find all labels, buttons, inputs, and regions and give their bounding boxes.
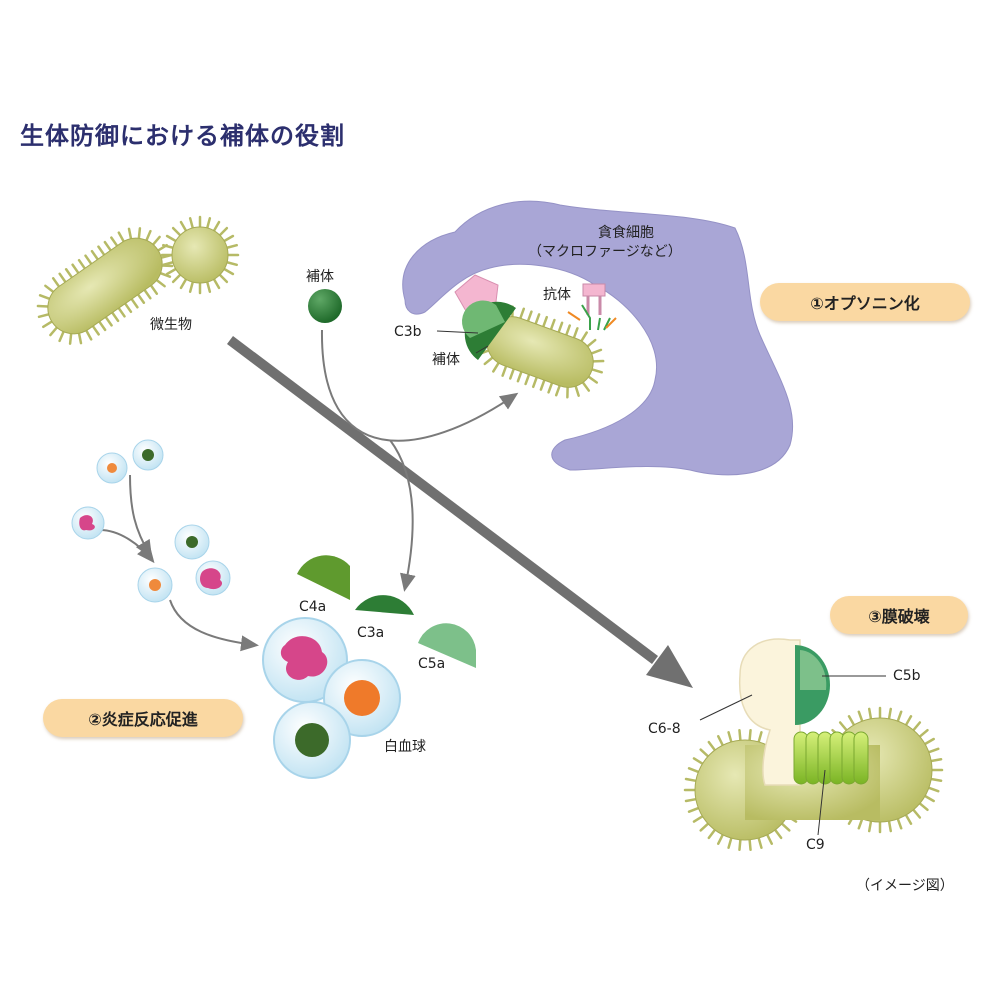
label-phagocyte-sub: （マクロファージなど） <box>528 244 682 260</box>
label-complement-bound: 補体 <box>432 352 460 368</box>
c3b-fragment-cap <box>461 300 505 338</box>
wbc-neutrophil <box>262 617 348 703</box>
c5a-fragment <box>418 623 476 668</box>
badge-membrane-attack: ③膜破壊 <box>830 596 968 634</box>
complement-bound-pointer <box>475 345 489 354</box>
complement-ball <box>308 289 342 323</box>
cell-small-f <box>195 560 231 596</box>
label-c5a: C5a <box>418 656 446 672</box>
arrow-complement-to-opsonization <box>320 329 519 442</box>
cell-small-c <box>71 506 105 540</box>
label-microbe: 微生物 <box>150 317 192 333</box>
label-antibody: 抗体 <box>543 287 571 303</box>
arrow-cells-2 <box>99 529 155 564</box>
cell-small-b <box>132 439 164 471</box>
microbe-sphere <box>160 215 240 295</box>
label-phagocyte-name: 貪食細胞 <box>598 225 654 241</box>
label-c3b: C3b <box>394 324 422 340</box>
c3a-fragment <box>355 595 414 615</box>
cell-small-d <box>174 524 210 560</box>
label-c5b: C5b <box>893 668 921 684</box>
label-c9: C9 <box>806 837 825 853</box>
wbc-green-nucleus <box>273 701 351 779</box>
c5b-highlight <box>800 650 827 690</box>
label-c3a: C3a <box>357 625 385 641</box>
badge-opsonization: ①オプソニン化 <box>760 283 970 321</box>
label-wbc: 白血球 <box>384 739 426 755</box>
main-arrow <box>226 336 693 688</box>
c4a-fragment <box>297 555 350 600</box>
c9-pointer <box>817 769 826 836</box>
antibody-receptor <box>582 283 606 315</box>
arrow-cells-3 <box>169 599 259 652</box>
phagocyte-cell <box>402 200 794 476</box>
microbe-rod <box>36 227 174 345</box>
arrow-to-c3a <box>389 439 416 592</box>
label-c6-8: C6-8 <box>648 721 681 737</box>
c6-8-complex <box>738 638 801 786</box>
c9-pore <box>793 731 869 785</box>
antibody <box>567 304 617 331</box>
label-note: （イメージ図） <box>856 878 954 894</box>
cell-small-e <box>137 567 173 603</box>
label-c4a: C4a <box>299 599 327 615</box>
label-complement-top: 補体 <box>306 269 334 285</box>
badge-inflammation: ②炎症反応促進 <box>43 699 243 737</box>
c3b-pointer <box>436 330 479 334</box>
page-title: 生体防御における補体の役割 <box>20 122 345 150</box>
cell-small-a <box>96 452 128 484</box>
c6-8-pointer <box>699 694 753 721</box>
